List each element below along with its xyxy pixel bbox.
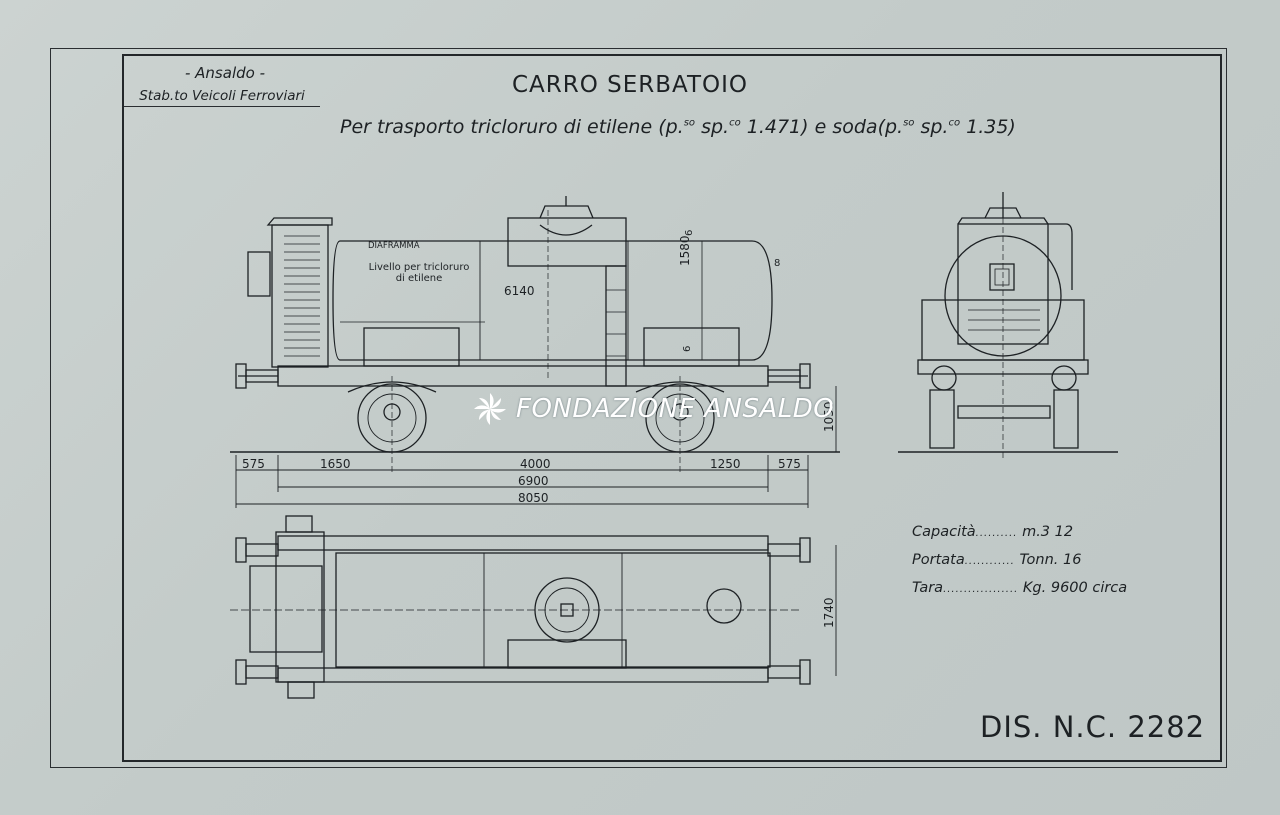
drawing-number: DIS. N.C. 2282 (980, 710, 1206, 744)
spec-row: Tara.................. Kg. 9600 circa (912, 580, 1128, 596)
end-thickness: 8 (774, 258, 781, 269)
tank-shell (332, 240, 773, 361)
dim-length-over-buffers: 8050 (518, 491, 549, 505)
end-elevation (898, 192, 1118, 460)
dim-overhang-left: 575 (242, 457, 265, 471)
brake-cabin (247, 217, 333, 368)
spec-row: Portata............ Tonn. 16 (912, 552, 1082, 568)
watermark: FONDAZIONE ANSALDO (470, 389, 834, 429)
manufacturer-name: - Ansaldo - (184, 64, 265, 82)
plan-view (230, 515, 811, 699)
tank-dome (507, 217, 627, 267)
dimension-lines (235, 386, 837, 676)
spec-row: Capacità.......... m.3 12 (912, 524, 1074, 540)
dim-frame-length: 6900 (518, 474, 549, 488)
drawing-border (122, 54, 1222, 762)
cabin-plan (249, 565, 323, 653)
dim-width: 1740 (822, 597, 836, 628)
tank-length-label: 6140 (504, 284, 535, 298)
manufacturer-plant: Stab.to Veicoli Ferroviari (124, 88, 320, 107)
dim-wheelbase: 4000 (520, 457, 551, 471)
dim-axle-frame-left: 1650 (320, 457, 351, 471)
ladder (605, 265, 627, 387)
side-elevation (230, 196, 840, 472)
tank-height-label: 1580 (678, 235, 692, 266)
drawing-title: CARRO SERBATOIO (511, 72, 749, 98)
shell-top-thickness: 6 (684, 229, 695, 236)
specifications-block: Capacità.......... m.3 12 Portata.......… (912, 524, 1127, 608)
diaphragm-label: DIAFRAMMA (368, 241, 420, 251)
fondazione-logo-icon (474, 393, 506, 425)
shell-bottom-thickness: 6 (682, 345, 693, 352)
dim-overhang-right: 575 (778, 457, 801, 471)
outer-border (50, 48, 1227, 768)
drawing-subtitle: Per trasporto tricloruro di etilene (p.s… (340, 116, 1016, 138)
dim-axle-frame-right: 1250 (710, 457, 741, 471)
